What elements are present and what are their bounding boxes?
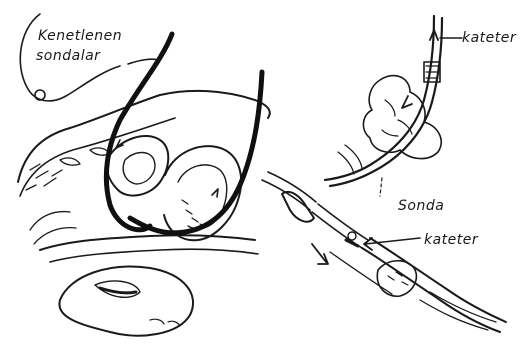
- catheter-detail-bottom: kateter: [262, 172, 506, 332]
- label-sonda: Sonda: [398, 198, 444, 214]
- pelvic-anatomy-drawing: [18, 91, 270, 336]
- label-kenetlenen: Kenetlenen: [38, 28, 122, 44]
- label-kateter-top: kateter: [462, 30, 517, 46]
- label-sondalar: sondalar: [36, 48, 101, 64]
- label-kateter-bottom: kateter: [424, 232, 479, 248]
- catheter-detail-top: kateter Sonda: [325, 16, 517, 214]
